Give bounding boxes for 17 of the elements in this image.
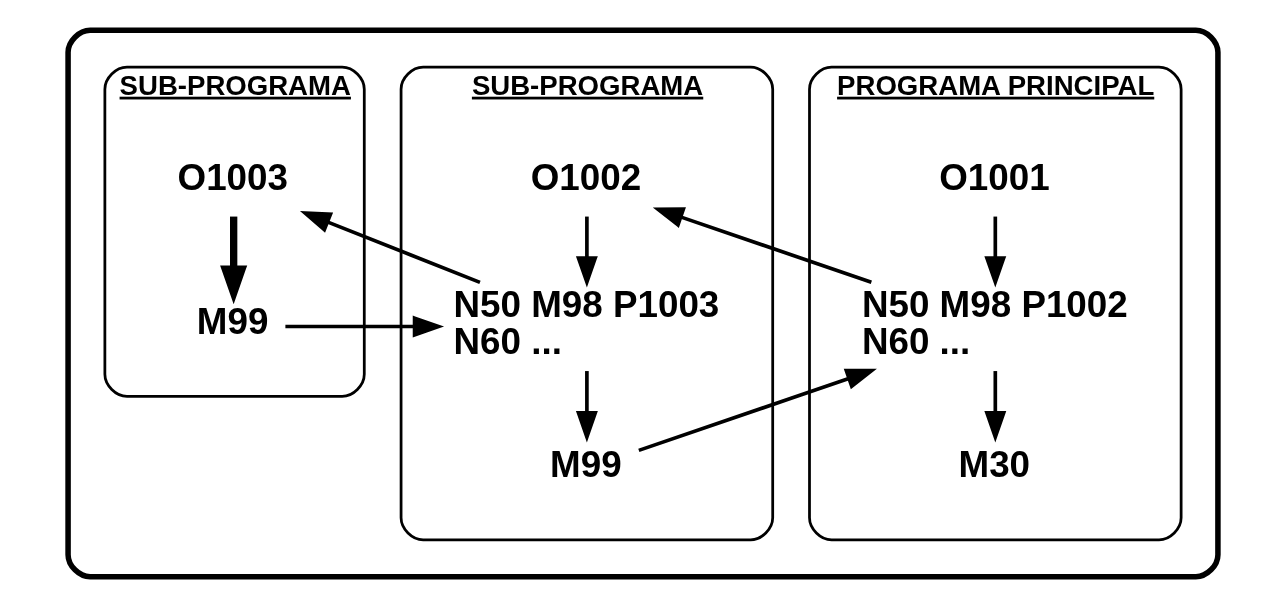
node-text: N50 M98 P1002 N60 ...	[861, 284, 1128, 363]
arrow	[285, 315, 445, 338]
node-text: M99	[550, 444, 622, 486]
node-text: O1003	[177, 157, 288, 199]
node-text: M30	[958, 444, 1031, 486]
node-text: N50 M98 P1003 N60 ...	[453, 284, 720, 363]
arrow	[984, 371, 1007, 443]
node-text: O1001	[939, 157, 1050, 199]
node-text: M99	[196, 300, 269, 342]
arrow	[299, 211, 481, 285]
arrow	[638, 368, 877, 453]
node-text: O1002	[530, 157, 642, 199]
arrow	[575, 216, 598, 288]
cluster	[65, 27, 1221, 580]
arrow	[652, 207, 872, 284]
arrow	[575, 371, 598, 443]
arrow	[984, 216, 1007, 288]
